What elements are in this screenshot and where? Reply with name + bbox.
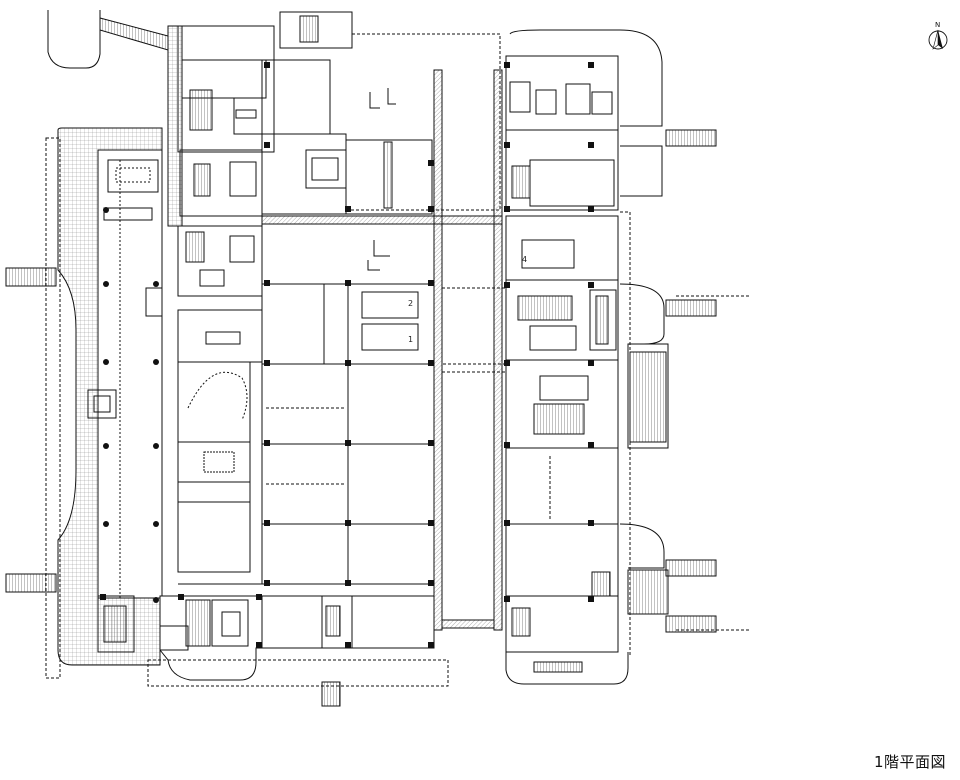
room-label-1: 1	[408, 335, 413, 344]
central-columns	[264, 62, 434, 586]
east-steps-bottom	[665, 615, 750, 633]
north-letter: N	[935, 21, 940, 29]
west-inner-block	[177, 225, 263, 585]
east-dashed-boundary	[620, 211, 631, 656]
south-block	[97, 595, 449, 707]
drawing-caption: 1階平面図	[873, 753, 946, 771]
east-terrace	[619, 145, 669, 615]
east-steps-mid	[665, 295, 750, 317]
central-classrooms	[261, 223, 435, 585]
east-steps-low	[665, 559, 717, 577]
nw-ramp	[99, 17, 169, 51]
west-hall-columns	[103, 207, 159, 603]
room-label-2: 2	[408, 299, 413, 308]
room-label-4: 4	[522, 255, 527, 264]
west-hall	[87, 150, 163, 598]
north-canopy-outline	[346, 33, 501, 211]
east-wing	[441, 29, 663, 685]
east-steps-top	[665, 129, 717, 147]
north-arrow-icon: N	[928, 21, 948, 50]
west-steps-bottom	[5, 573, 57, 593]
north-central-rooms	[345, 88, 433, 215]
east-columns	[504, 62, 594, 602]
south-columns	[100, 594, 434, 648]
west-steps-top	[5, 267, 57, 287]
nw-block	[167, 11, 353, 227]
landscape-curve-nw	[47, 10, 101, 69]
